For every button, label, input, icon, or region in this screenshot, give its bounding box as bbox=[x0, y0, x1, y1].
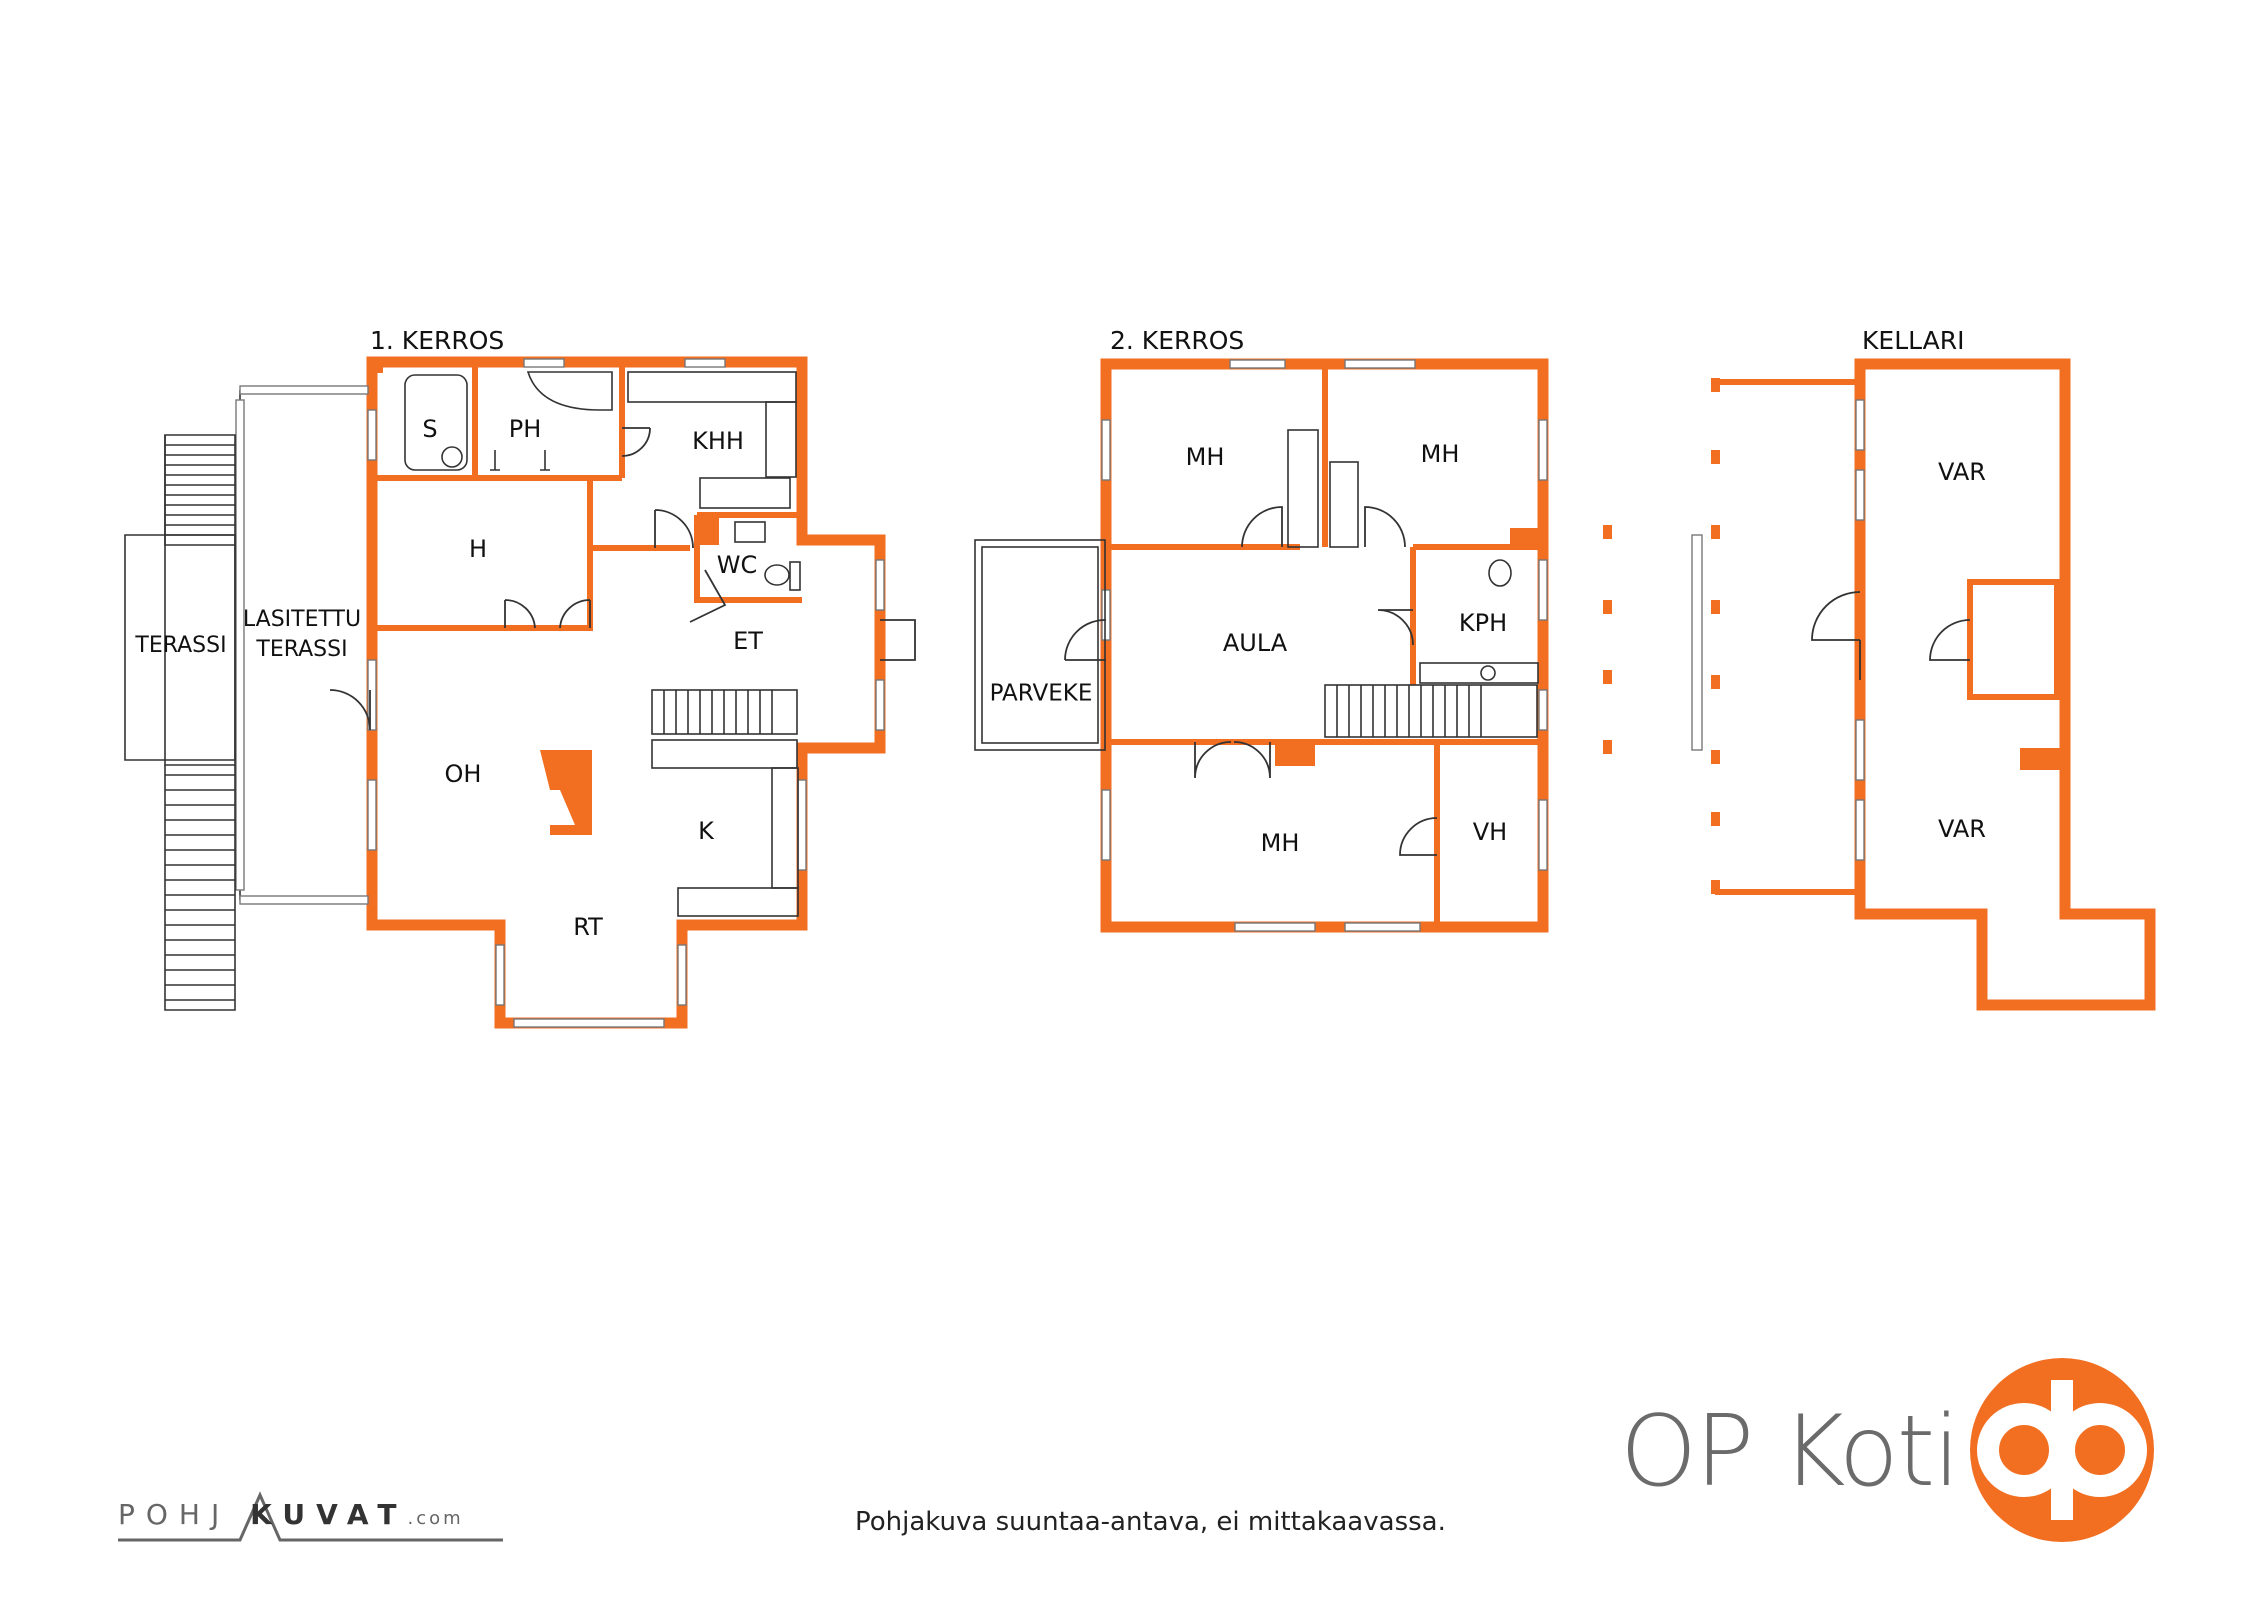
basement-plan: KELLARI VAR VAR bbox=[1603, 326, 2156, 1011]
brand-wordmark: OP Koti bbox=[1620, 1395, 1960, 1509]
stair-icon bbox=[165, 444, 235, 1001]
stair-icon bbox=[651, 689, 798, 735]
room-label-mh-3: MH bbox=[1261, 829, 1300, 857]
door-icon bbox=[504, 599, 536, 629]
room-label-aula: AULA bbox=[1223, 629, 1288, 657]
stair-icon bbox=[1324, 684, 1538, 738]
floor-1-title: 1. KERROS bbox=[370, 326, 504, 355]
room-label-rt: RT bbox=[573, 913, 603, 941]
floor-2-title: 2. KERROS bbox=[1110, 326, 1244, 355]
room-label-mh-1: MH bbox=[1186, 443, 1225, 471]
room-label-kph: KPH bbox=[1459, 609, 1507, 637]
room-label-ph: PH bbox=[509, 415, 542, 443]
credit-part-c: .com bbox=[407, 1508, 464, 1529]
floor-1-plan: 1. KERROS bbox=[124, 326, 916, 1029]
room-label-var-2: VAR bbox=[1938, 815, 1986, 843]
room-label-lasitettu: LASITETTU bbox=[243, 607, 361, 632]
room-label-mh-2: MH bbox=[1421, 440, 1460, 468]
room-label-vh: VH bbox=[1473, 818, 1507, 846]
room-label-h: H bbox=[469, 535, 487, 563]
disclaimer-text: Pohjakuva suuntaa-antava, ei mittakaavas… bbox=[855, 1507, 1446, 1537]
room-label-var-1: VAR bbox=[1938, 458, 1986, 486]
room-label-et: ET bbox=[733, 627, 763, 655]
credit-logo: POHJ KUVAT.com bbox=[118, 1498, 464, 1531]
room-label-k: K bbox=[698, 817, 715, 845]
basement-title: KELLARI bbox=[1862, 326, 1964, 355]
room-label-wc: WC bbox=[717, 551, 758, 579]
room-label-parveke: PARVEKE bbox=[990, 681, 1093, 707]
room-label-oh: OH bbox=[445, 760, 482, 788]
floor-2-plan: 2. KERROS bbox=[974, 326, 1549, 933]
room-label-lasitettu-terassi: TERASSI bbox=[255, 637, 347, 662]
room-label-s: S bbox=[422, 415, 437, 443]
credit-part-b: KUVAT bbox=[250, 1498, 408, 1531]
credit-part-a: POHJ bbox=[118, 1498, 231, 1531]
op-logo-icon bbox=[1970, 1358, 2154, 1542]
fireplace-icon bbox=[540, 750, 592, 835]
room-label-khh: KHH bbox=[692, 427, 744, 455]
room-label-terassi: TERASSI bbox=[134, 633, 226, 658]
